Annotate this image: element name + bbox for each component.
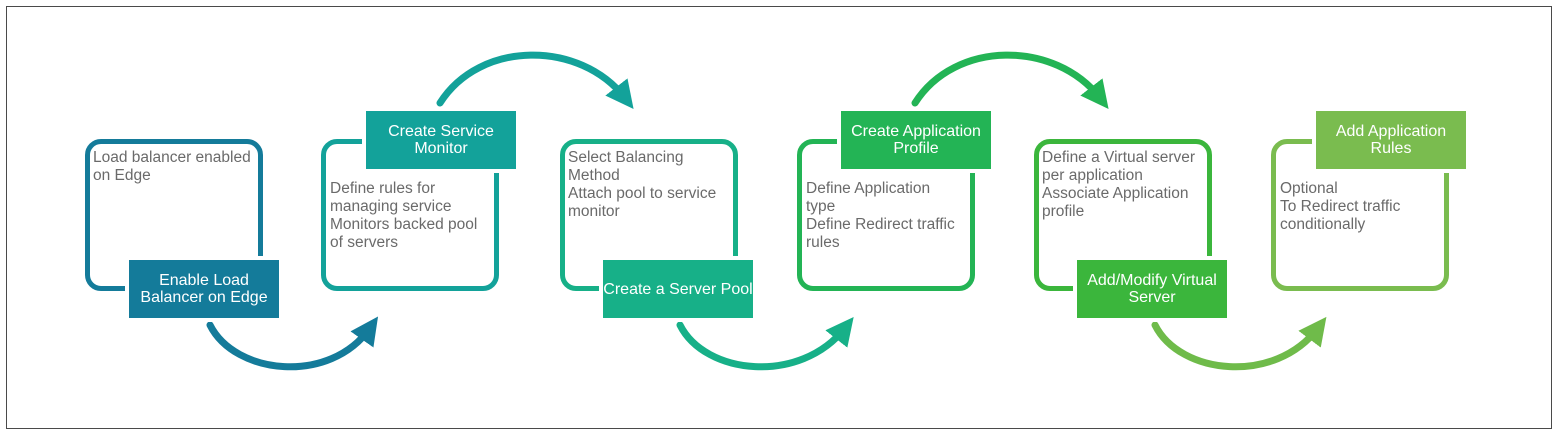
step1-title: Enable Load Balancer on Edge xyxy=(129,260,279,318)
step5-title: Add/Modify Virtual Server xyxy=(1077,260,1227,318)
step6-description: Optional To Redirect traffic conditional… xyxy=(1280,180,1435,234)
step3-line-2: Attach pool to service monitor xyxy=(568,185,717,220)
step2-line-1: Define rules for managing service xyxy=(330,180,452,215)
step4-line-1: Define Application type xyxy=(806,180,931,215)
arrow-step5-to-step6 xyxy=(1151,316,1327,371)
step4-title: Create Application Profile xyxy=(841,111,991,169)
step5-description: Define a Virtual server per application … xyxy=(1042,149,1214,221)
step2-description: Define rules for managing service Monito… xyxy=(330,180,485,252)
step1-description: Load balancer enabled on Edge xyxy=(93,149,253,185)
step3-line-1: Select Balancing Method xyxy=(568,149,684,184)
step5-line-2: Associate Application profile xyxy=(1042,185,1189,220)
step4-line-2: Define Redirect traffic rules xyxy=(806,216,955,251)
arrow-step1-to-step2 xyxy=(206,316,379,371)
step1-line-1: Load balancer enabled on Edge xyxy=(93,149,251,184)
step6-title: Add Application Rules xyxy=(1316,111,1466,169)
step6-line-2: To Redirect traffic conditionally xyxy=(1280,198,1401,233)
step3-description: Select Balancing Method Attach pool to s… xyxy=(568,149,728,221)
step3-title: Create a Server Pool xyxy=(603,260,753,318)
arrow-step2-to-step3 xyxy=(436,51,634,110)
arrow-step4-to-step5 xyxy=(911,51,1109,110)
arrow-step3-to-step4 xyxy=(676,317,854,371)
step5-line-1: Define a Virtual server per application xyxy=(1042,149,1196,184)
diagram-frame xyxy=(6,6,1552,429)
step2-line-2: Monitors backed pool of servers xyxy=(330,216,478,251)
step4-description: Define Application type Define Redirect … xyxy=(806,180,961,252)
step6-line-1: Optional xyxy=(1280,180,1338,197)
step2-title: Create Service Monitor xyxy=(366,111,516,169)
